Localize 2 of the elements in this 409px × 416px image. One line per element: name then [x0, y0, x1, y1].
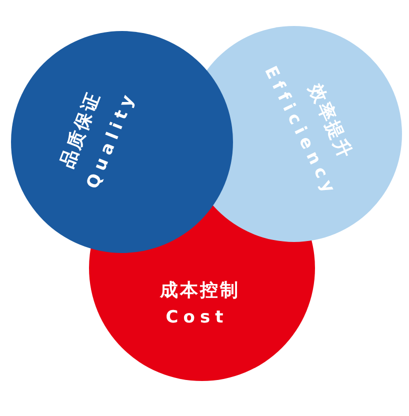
- circle-subtitle: Cost: [166, 310, 228, 326]
- circle-title: 成本控制: [160, 282, 240, 300]
